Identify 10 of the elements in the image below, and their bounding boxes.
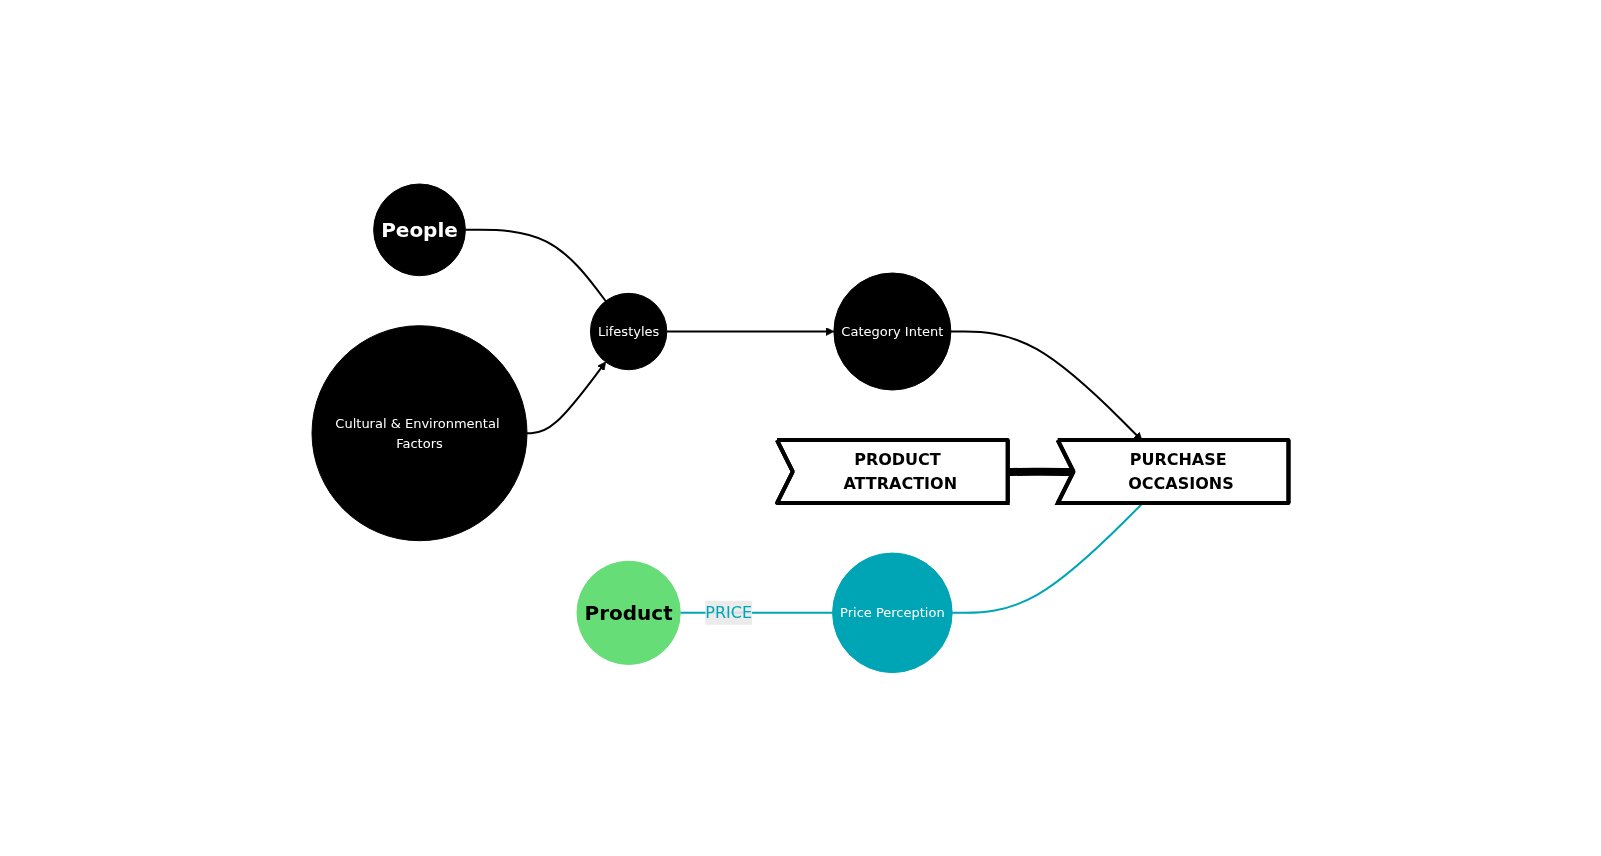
node-circle: Lifestyles	[590, 292, 668, 370]
node-circle: People	[373, 183, 467, 276]
arrow	[666, 326, 835, 336]
connector	[464, 228, 607, 302]
node-circle: Price Perception	[832, 552, 953, 673]
node-circle: Category Intent	[833, 272, 952, 391]
edge-label: PRICE	[705, 602, 753, 622]
arrow	[526, 361, 607, 434]
node-circle: Cultural & Environmental Factors	[311, 324, 528, 541]
node-circle: Product	[576, 560, 681, 665]
